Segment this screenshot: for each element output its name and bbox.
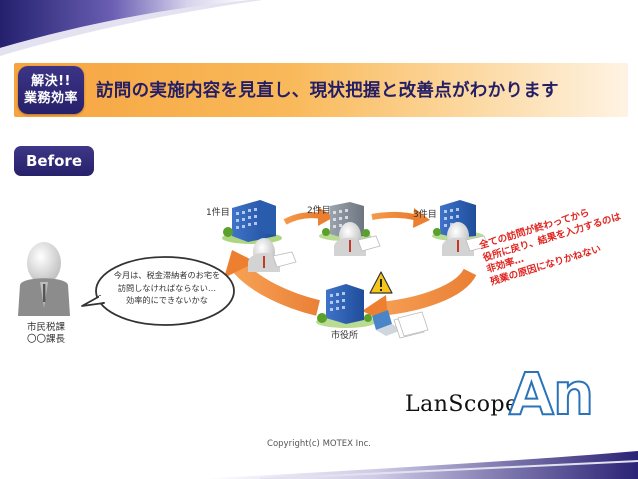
visit-label-2: 2件目: [307, 203, 331, 216]
chief-label-line-1: 市民税課: [27, 322, 65, 334]
speech-line-2: 訪問しなければならない…: [108, 282, 226, 295]
chief-person-figure: [18, 242, 70, 316]
visit-label-1: 1件目: [206, 205, 230, 218]
papers-icon: [394, 312, 428, 338]
speech-line-3: 効率的にできないかな: [108, 294, 226, 307]
an-logo-mark: An: [509, 362, 593, 426]
warning-icon: [370, 272, 392, 293]
chief-label: 市民税課 〇〇課長: [27, 322, 65, 346]
speech-line-1: 今月は、税金滞納者のお宅を: [108, 269, 226, 282]
city-hall-label: 市役所: [331, 328, 358, 341]
lanscope-logo-text: LanScope: [405, 392, 519, 417]
visit-label-3: 3件目: [413, 207, 437, 220]
bottom-swoosh-decoration: [0, 439, 638, 479]
city-hall-icon: [316, 284, 376, 328]
chief-label-line-2: 〇〇課長: [27, 334, 65, 346]
building-1-icon: [222, 200, 282, 244]
speech-bubble-text: 今月は、税金滞納者のお宅を 訪問しなければならない… 効率的にできないかな: [108, 269, 226, 307]
